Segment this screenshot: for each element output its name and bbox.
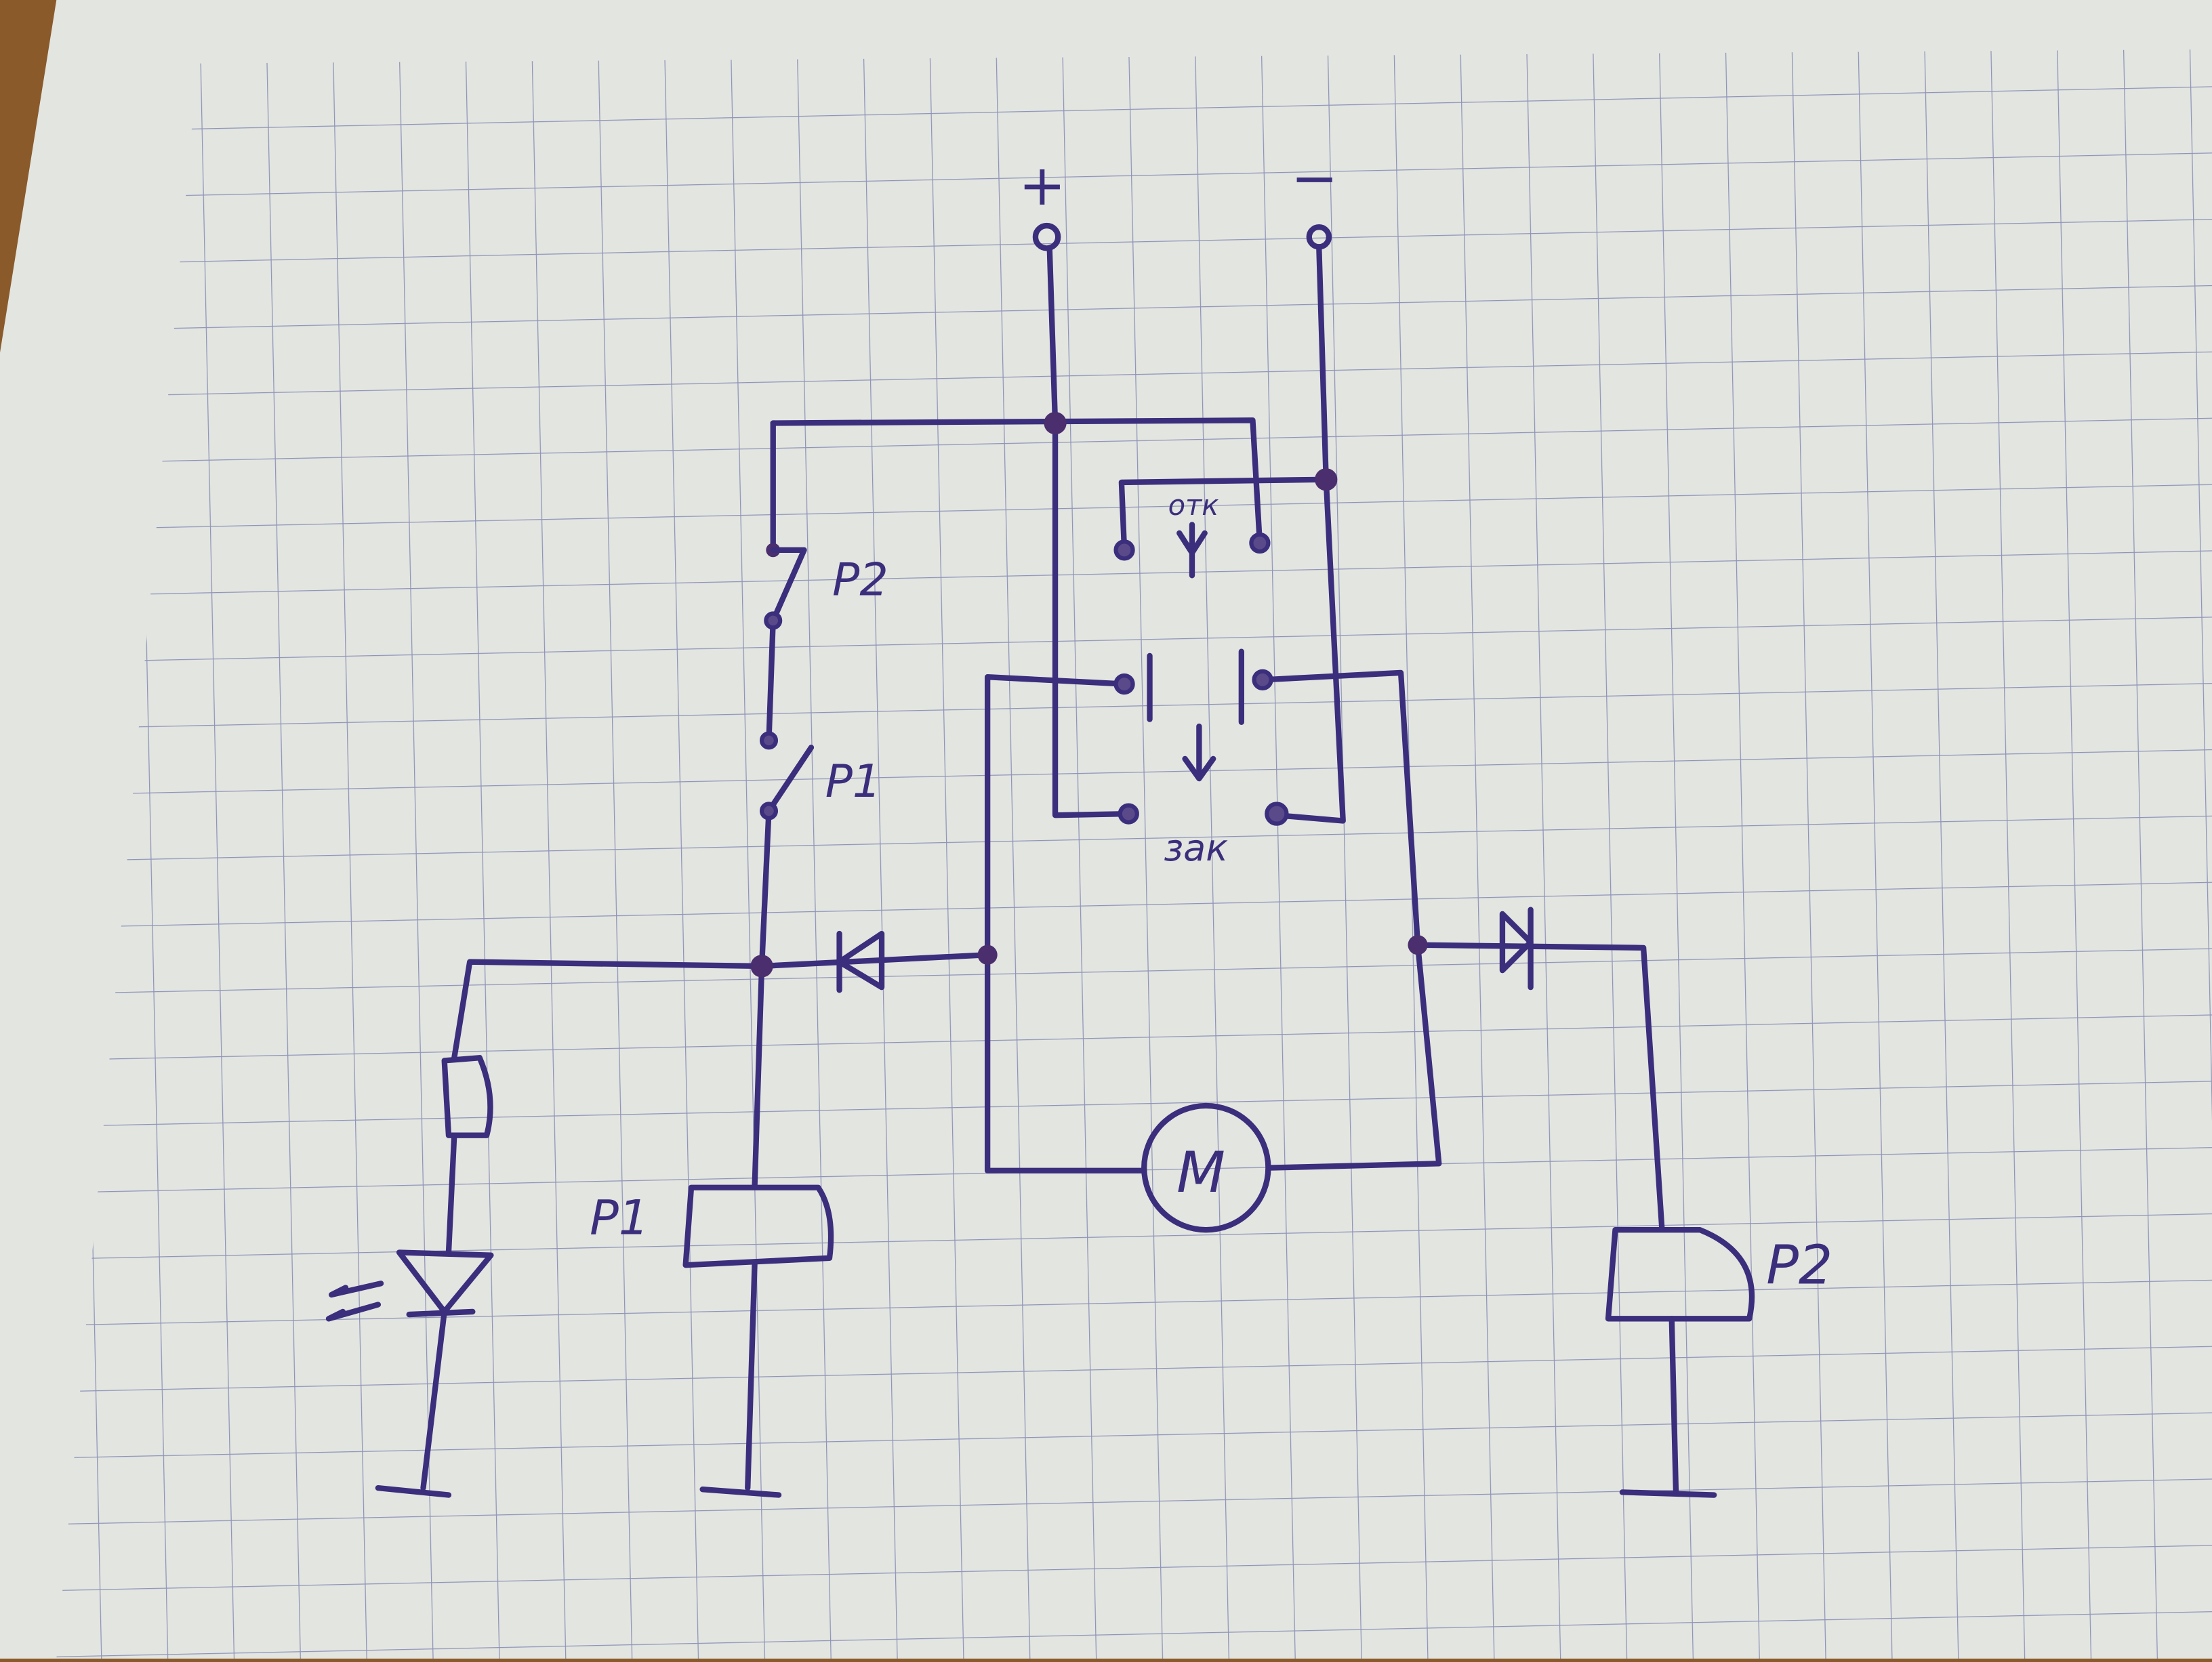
relay-contact-p2: P2 bbox=[764, 543, 888, 630]
relay-contact-p1: P1 bbox=[759, 731, 882, 820]
open-switch: отк bbox=[1113, 489, 1271, 579]
switch-open-label: отк bbox=[1168, 489, 1219, 522]
relay-coil-p1: P1 bbox=[590, 1184, 834, 1268]
reversing-switch: зак bbox=[1113, 648, 1289, 869]
wires bbox=[375, 245, 1717, 1498]
relay-coil-p2-label: P2 bbox=[1766, 1234, 1832, 1296]
junction-dots bbox=[750, 411, 1428, 978]
diode-right bbox=[1499, 907, 1534, 991]
motor: M bbox=[1141, 1102, 1271, 1233]
relay-coil-p2: P2 bbox=[1605, 1227, 1832, 1322]
minus-label: − bbox=[1291, 145, 1338, 211]
switch-close-label: зак bbox=[1164, 827, 1228, 869]
relay-coil-p1-label: P1 bbox=[590, 1189, 649, 1245]
plus-terminal: + bbox=[1019, 152, 1066, 251]
relay-contact-p2-label: P2 bbox=[832, 553, 888, 606]
diode-left bbox=[836, 930, 885, 993]
buzzer bbox=[441, 1055, 493, 1138]
motor-label: M bbox=[1176, 1140, 1225, 1205]
paper-grid bbox=[56, 49, 2212, 1659]
relay-contact-p1-label: P1 bbox=[825, 755, 882, 808]
plus-label: + bbox=[1019, 152, 1066, 218]
led bbox=[325, 1249, 494, 1322]
